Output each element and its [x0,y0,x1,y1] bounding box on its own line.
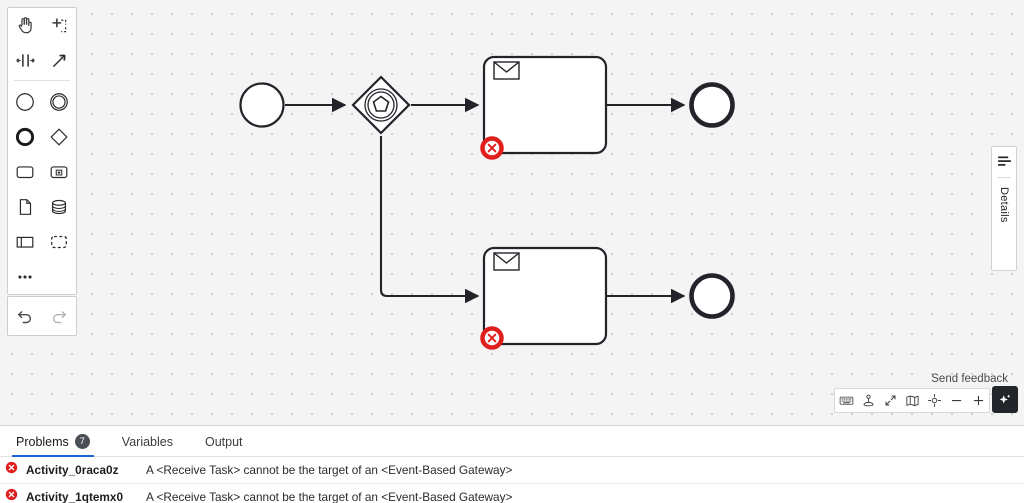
redo-button[interactable] [42,297,76,335]
bpmn-diagram[interactable] [0,0,1024,425]
zoom-in-icon[interactable] [967,389,989,412]
more-icon[interactable] [8,259,42,294]
keyboard-shortcuts-icon[interactable] [835,389,857,412]
error-icon [5,488,18,503]
task-body [482,55,608,155]
send-feedback-link[interactable]: Send feedback [931,373,1008,385]
minimap-icon[interactable] [901,389,923,412]
end-event-2[interactable] [689,273,735,319]
problem-message: A <Receive Task> cannot be the target of… [146,490,513,503]
joystick-icon[interactable] [857,389,879,412]
fit-viewport-icon[interactable] [879,389,901,412]
end-event-icon[interactable] [8,119,42,154]
gateway-inner-ring [367,91,395,119]
problem-row[interactable]: Activity_1qtemx0 A <Receive Task> cannot… [0,484,1024,503]
error-icon [5,461,18,479]
participant-icon[interactable] [8,224,42,259]
element-palette[interactable] [7,7,77,295]
sequence-flows [285,97,686,304]
history-controls[interactable] [7,296,77,336]
lasso-tool-icon[interactable] [42,8,76,43]
error-badge-task-2[interactable] [480,326,504,350]
receive-task-1[interactable] [482,55,608,155]
connect-tool-icon[interactable] [42,43,76,78]
data-store-icon[interactable] [42,189,76,224]
reset-zoom-icon[interactable] [923,389,945,412]
ai-sparkle-button[interactable] [992,386,1018,413]
gateway-pentagon-marker [372,95,390,112]
start-event-icon[interactable] [8,84,42,119]
envelope-flap [493,252,520,264]
start-event[interactable] [239,82,285,128]
bottom-panel: Problems 7 Variables Output [0,425,1024,503]
tab-output-label: Output [204,435,243,449]
details-panel-tab[interactable]: Details [991,146,1017,271]
problem-message: A <Receive Task> cannot be the target of… [146,463,513,477]
palette-tools-group [8,8,76,78]
panel-lines-icon [997,154,1011,172]
tab-output[interactable]: Output [189,435,259,456]
diagram-canvas[interactable]: Details Send feedback [0,0,1024,425]
task-body [482,246,608,346]
problems-list: Activity_0raca0z A <Receive Task> cannot… [0,457,1024,503]
canvas-toolbar[interactable] [834,388,990,413]
palette-elements-group [8,84,76,294]
gateway-icon[interactable] [42,119,76,154]
details-panel-label: Details [998,187,1010,223]
tab-variables-label: Variables [121,435,173,449]
zoom-out-icon[interactable] [945,389,967,412]
tab-variables[interactable]: Variables [106,435,189,456]
problem-element-id-cell: Activity_1qtemx0 [0,488,145,503]
tab-problems[interactable]: Problems 7 [0,434,106,457]
gateway-outer-ring [364,88,398,122]
data-object-icon[interactable] [8,189,42,224]
details-divider [997,177,1011,178]
event-based-gateway[interactable] [351,75,411,135]
task-icon[interactable] [8,154,42,189]
problem-element-id: Activity_1qtemx0 [26,490,124,503]
problems-count-badge: 7 [74,434,90,449]
envelope-flap [493,61,520,73]
receive-task-2[interactable] [482,246,608,346]
end-event-1[interactable] [689,82,735,128]
undo-button[interactable] [8,297,42,335]
group-icon[interactable] [42,224,76,259]
tab-problems-label: Problems [16,434,69,449]
problem-element-id: Activity_0raca0z [26,463,119,477]
flow-gateway-to-task-2[interactable] [379,136,480,304]
problem-row[interactable]: Activity_0raca0z A <Receive Task> cannot… [0,457,1024,484]
palette-divider [14,80,70,81]
hand-tool-icon[interactable] [8,8,42,43]
problem-element-id-cell: Activity_0raca0z [0,461,145,479]
space-tool-icon[interactable] [8,43,42,78]
error-badge-task-1[interactable] [480,136,504,160]
intermediate-event-icon[interactable] [42,84,76,119]
bottom-panel-tabs: Problems 7 Variables Output [0,426,1024,457]
subprocess-icon[interactable] [42,154,76,189]
